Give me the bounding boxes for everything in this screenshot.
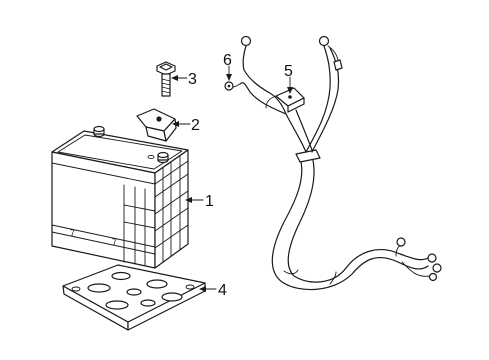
callout-6: 6 bbox=[223, 52, 232, 69]
hold-down-bolt bbox=[156, 61, 176, 97]
battery-tray bbox=[62, 264, 206, 331]
battery-cell-mark: 7 bbox=[112, 237, 117, 247]
battery-terminal-positive-icon bbox=[93, 125, 105, 138]
callout-4: 4 bbox=[218, 282, 227, 299]
callout-5: 5 bbox=[284, 63, 293, 80]
battery-cell-mark: 7 bbox=[70, 228, 75, 238]
battery-hold-down-clamp bbox=[136, 108, 177, 142]
leader-lines bbox=[171, 65, 293, 292]
battery-terminal-negative-icon bbox=[147, 151, 169, 164]
battery-cable-harness bbox=[224, 35, 442, 291]
callout-2: 2 bbox=[191, 117, 200, 134]
battery: 7 7 bbox=[51, 125, 189, 269]
callout-3: 3 bbox=[188, 71, 197, 88]
callout-1: 1 bbox=[205, 193, 214, 210]
